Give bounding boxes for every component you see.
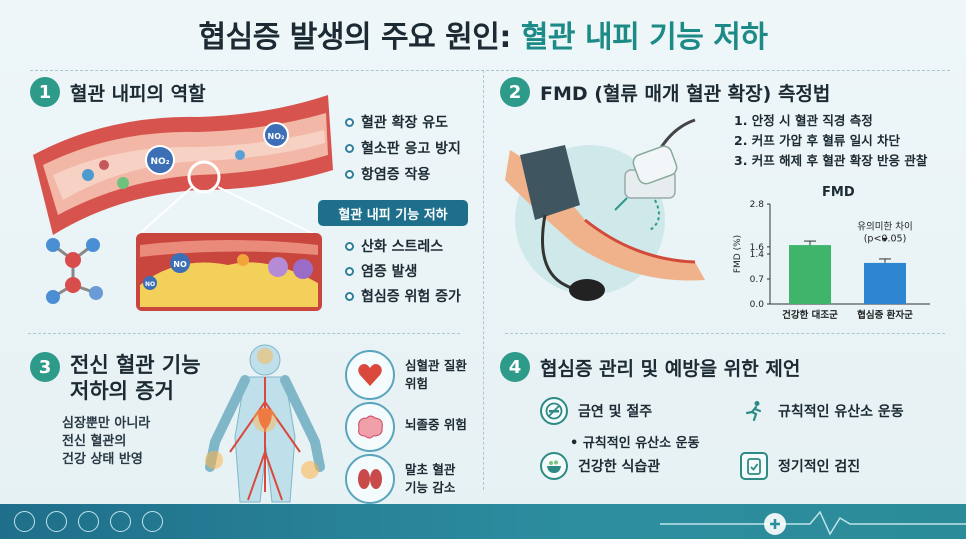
organ-label-heart: 심혈관 질환 위험 [405, 358, 467, 391]
section3-heading-line-1: 전신 혈관 기능 [70, 353, 201, 377]
fmd-steps: 1. 안정 시 혈관 직경 측정 2. 커프 가압 후 혈류 일시 차단 3. … [734, 111, 927, 171]
divider-header [30, 70, 950, 71]
fmd-step-2: 2. 커프 가압 후 혈류 일시 차단 [734, 133, 901, 148]
section4-badge: 4 [500, 352, 530, 382]
section1-badge: 1 [30, 77, 60, 107]
section3-heading: 전신 혈관 기능 저하의 증거 [70, 352, 201, 404]
bullet-icon [345, 117, 354, 127]
section3-text-line-1: 심장뿐만 아니라 [62, 416, 151, 431]
stethoscope-icon [142, 511, 163, 532]
organ-label-brain: 뇌졸중 위험 [405, 417, 467, 432]
heart-icon [345, 350, 395, 400]
section2-badge: 2 [500, 77, 530, 107]
divider-mid [483, 70, 484, 490]
title-accent: 혈관 내피 기능 저하 [520, 20, 768, 55]
effect-item-1: 산화 스트레스 [345, 236, 443, 256]
clipboard-check-icon [740, 452, 768, 480]
document-icon [46, 511, 67, 532]
y-tick-label: 0.7 [750, 275, 764, 285]
no-smoking-icon [540, 397, 568, 425]
bullet-icon [345, 291, 354, 301]
y-axis-label: FMD (%) [733, 235, 743, 273]
chart-title: FMD [822, 185, 855, 200]
section3-text-line-2: 전신 혈관의 [62, 434, 127, 449]
section3-heading-line-2: 저하의 증거 [70, 379, 174, 403]
organ-label-kidney: 말초 혈관 기능 감소 [405, 462, 456, 495]
y-tick-label: 1.6 [750, 243, 765, 253]
y-tick-label: 1.4 [750, 250, 765, 260]
title-main: 협심증 발생의 주요 원인: [198, 20, 512, 55]
effect-item-3: 협심증 위험 증가 [345, 286, 461, 306]
divider-top-left [28, 333, 460, 334]
rec-exercise: 규칙적인 유산소 운동 [740, 397, 904, 425]
no-label-2: NO [145, 281, 155, 288]
page-title: 협심증 발생의 주요 원인: 혈관 내피 기능 저하 [0, 12, 966, 56]
no-label-1: NO [173, 260, 187, 269]
rec-checkup: 정기적인 검진 [740, 452, 860, 480]
bullet-icon [345, 169, 354, 179]
annotation-line-1: 유의미한 차이 [857, 221, 912, 233]
doctor-icon [14, 511, 35, 532]
running-icon [740, 397, 768, 425]
role-item-3: 항염증 작용 [345, 164, 430, 184]
brain-icon [345, 402, 395, 452]
category-label-1: 건강한 대조군 [782, 309, 838, 321]
section4-heading: 협심증 관리 및 예방을 위한 제언 [540, 358, 801, 380]
first-aid-icon [110, 511, 131, 532]
bullet-icon [345, 266, 354, 276]
divider-top-right [505, 333, 945, 334]
role-item-1: 혈관 확장 유도 [345, 112, 448, 132]
bar-2 [864, 262, 906, 304]
heartbeat-icon [78, 511, 99, 532]
section1-heading: 혈관 내피의 역할 [70, 83, 206, 105]
section2-heading: FMD (혈류 매개 혈관 확장) 측정법 [540, 83, 831, 105]
category-label-2: 협심증 환자군 [857, 309, 913, 321]
rec-no-smoking: 금연 및 절주 [540, 397, 652, 425]
rec-diet: 건강한 식습관 [540, 452, 660, 480]
no2-label-2: NO₂ [268, 132, 285, 141]
section3-badge: 3 [30, 352, 60, 382]
bullet-icon [345, 143, 354, 153]
y-tick-label: 2.8 [750, 200, 765, 210]
kidney-icon [345, 454, 395, 504]
fmd-step-3: 3. 커프 해제 후 혈관 확장 반응 관찰 [734, 153, 928, 168]
section3-description: 심장뿐만 아니라 전신 혈관의 건강 상태 반영 [62, 415, 150, 469]
fmd-step-1: 1. 안정 시 혈관 직경 측정 [734, 113, 873, 128]
effect-item-2: 염증 발생 [345, 261, 417, 281]
section3-text-line-3: 건강 상태 반영 [62, 452, 143, 467]
food-bowl-icon [540, 452, 568, 480]
annotation-arrow [882, 237, 888, 242]
bullet-icon [345, 241, 354, 251]
dysfunction-banner: 혈관 내피 기능 저하 [318, 200, 468, 226]
footer-bar [0, 504, 966, 539]
y-tick-label: 0.0 [750, 300, 765, 310]
rec-sub-bullet: • 규칙적인 유산소 운동 [570, 436, 700, 451]
blood-vessel-illustration: NO₂ NO₂ NO NO [33, 95, 333, 311]
no2-label-1: NO₂ [150, 157, 169, 167]
body-vascular-illustration [205, 344, 325, 503]
bar-1 [789, 245, 831, 304]
fmd-measurement-illustration [505, 118, 705, 301]
role-item-2: 혈소판 응고 방지 [345, 138, 461, 158]
pulse-line-icon [660, 510, 966, 536]
